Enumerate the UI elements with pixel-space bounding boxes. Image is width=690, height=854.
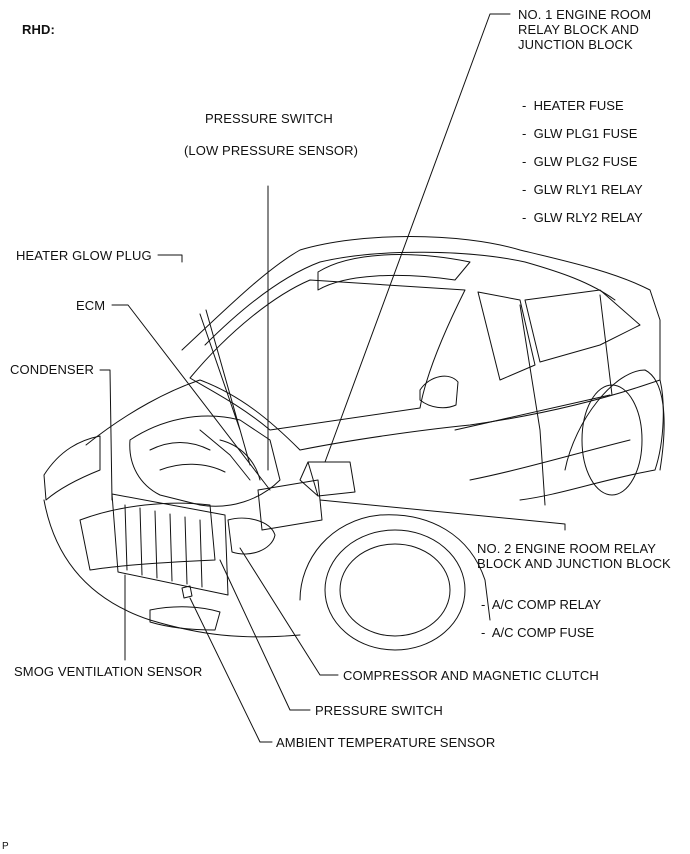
mirror (419, 375, 459, 409)
front-wheel (324, 529, 466, 651)
relay-block-2-line-2: BLOCK AND JUNCTION BLOCK (477, 556, 671, 571)
car-roof-inner (204, 251, 616, 346)
sunroof (317, 254, 471, 291)
block-1-item: - HEATER FUSE (522, 98, 624, 113)
grille (79, 502, 216, 571)
headlamp (43, 435, 101, 501)
relay-block-1-label: NO. 1 ENGINE ROOM RELAY BLOCK AND JUNCTI… (518, 7, 651, 52)
relay-block-1-line-3: JUNCTION BLOCK (518, 37, 633, 52)
ambient-temperature-sensor-label: AMBIENT TEMPERATURE SENSOR (276, 735, 496, 750)
relay-block-2-label: NO. 2 ENGINE ROOM RELAY BLOCK AND JUNCTI… (477, 541, 671, 571)
block-1-item: - GLW RLY1 RELAY (522, 182, 643, 197)
leader-relay-block-1 (324, 13, 511, 463)
engine-detail (149, 429, 261, 481)
relay-block-2-shape (257, 479, 323, 531)
leader-condenser (99, 369, 113, 501)
leader-ambient (189, 597, 273, 743)
leader-pressure-switch-bottom (219, 559, 311, 711)
variant-label: RHD: (22, 22, 55, 37)
side-windows (477, 289, 641, 381)
relay-block-1-line-2: RELAY BLOCK AND (518, 22, 639, 37)
block-2-item: - A/C COMP FUSE (481, 625, 595, 640)
pressure-switch-top-label: PRESSURE SWITCH (205, 111, 333, 126)
block-2-item: - A/C COMP RELAY (481, 597, 602, 612)
front-wheel-rim (339, 543, 451, 637)
relay-block-1-shape (299, 461, 356, 497)
ecm-label: ECM (76, 298, 106, 313)
condenser-fins (124, 504, 203, 588)
low-pressure-sensor-label: (LOW PRESSURE SENSOR) (184, 143, 359, 158)
leader-relay-block-2 (319, 499, 566, 531)
relay-block-2-line-1: NO. 2 ENGINE ROOM RELAY (477, 541, 657, 556)
pressure-switch-bottom-label: PRESSURE SWITCH (315, 703, 443, 718)
body-side (299, 379, 664, 501)
block-2-component-list: - A/C COMP RELAY - A/C COMP FUSE (481, 597, 601, 640)
block-1-item: - GLW PLG2 FUSE (522, 154, 638, 169)
compressor-shape (227, 517, 276, 555)
condenser-label: CONDENSER (10, 362, 94, 377)
radiator-condenser (111, 493, 229, 596)
rear-wheel (581, 384, 643, 496)
door-line (454, 294, 631, 506)
leader-ecm (111, 304, 271, 491)
block-1-item: - GLW RLY2 RELAY (522, 210, 643, 225)
block-1-component-list: - HEATER FUSE - GLW PLG1 FUSE - GLW PLG2… (522, 98, 643, 225)
smog-ventilation-sensor-label: SMOG VENTILATION SENSOR (14, 664, 203, 679)
heater-glow-plug-label: HEATER GLOW PLUG (16, 248, 152, 263)
engine-block (129, 415, 281, 507)
leader-heater-glow-plug (157, 254, 251, 466)
fog-lamp (149, 606, 221, 631)
ambient-sensor-shape (181, 585, 193, 599)
figure-code: P (2, 841, 9, 852)
block-1-item: - GLW PLG1 FUSE (522, 126, 638, 141)
car-roof-outline (181, 236, 661, 381)
hood-outline (85, 379, 301, 451)
windshield (189, 279, 466, 431)
relay-block-1-line-1: NO. 1 ENGINE ROOM (518, 7, 652, 22)
rear-wheel-arch (564, 369, 665, 471)
front-wheel-arch (299, 514, 491, 621)
compressor-label: COMPRESSOR AND MAGNETIC CLUTCH (343, 668, 599, 683)
leader-compressor (239, 547, 339, 676)
